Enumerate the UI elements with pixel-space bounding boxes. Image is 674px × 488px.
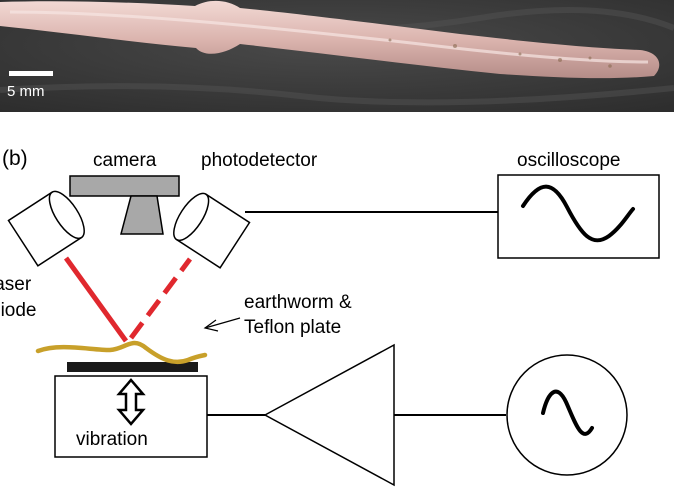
laser-label-line2: diode	[0, 300, 37, 321]
specimen-label-line1: earthworm &	[244, 292, 352, 313]
laser-diode-aperture	[48, 190, 85, 240]
double-arrow-icon	[116, 378, 146, 426]
specimen-label-line2: Teflon plate	[244, 317, 341, 338]
earthworm-spots	[388, 38, 612, 68]
scale-label: 5 mm	[7, 83, 45, 100]
laser-diode-icon	[7, 190, 85, 267]
camera-label: camera	[93, 150, 157, 171]
oscilloscope-icon	[497, 174, 660, 259]
camera-lens	[120, 195, 164, 235]
camera-body	[69, 175, 180, 197]
earthworm-specimen	[35, 340, 208, 365]
panel-label-b: (b)	[2, 147, 28, 170]
signal-generator-icon	[506, 354, 628, 476]
laser-beam-reflected	[128, 257, 193, 340]
oscilloscope-waveform	[521, 184, 635, 243]
setup-schematic: (b) camera photodetector laser diode	[0, 147, 660, 487]
oscilloscope-box	[497, 174, 660, 259]
photodetector-icon	[173, 192, 251, 269]
amplifier-triangle-icon	[263, 343, 395, 487]
earthworm-photo: 5 mm	[0, 0, 674, 112]
camera-icon	[69, 175, 180, 235]
laser-beam-incident	[63, 256, 129, 343]
signal-generator-waveform	[541, 389, 594, 436]
photodetector-aperture	[173, 192, 210, 242]
signal-generator-circle	[506, 354, 628, 476]
earthworm-highlight	[9, 10, 649, 64]
oscilloscope-label: oscilloscope	[517, 150, 621, 171]
pointer-arrow-icon	[203, 317, 241, 332]
vibration-label: vibration	[76, 429, 148, 450]
photodetector-label: photodetector	[201, 150, 318, 171]
teflon-plate	[67, 362, 198, 372]
laser-label-line1: laser	[0, 274, 32, 295]
scale-bar	[9, 71, 53, 76]
